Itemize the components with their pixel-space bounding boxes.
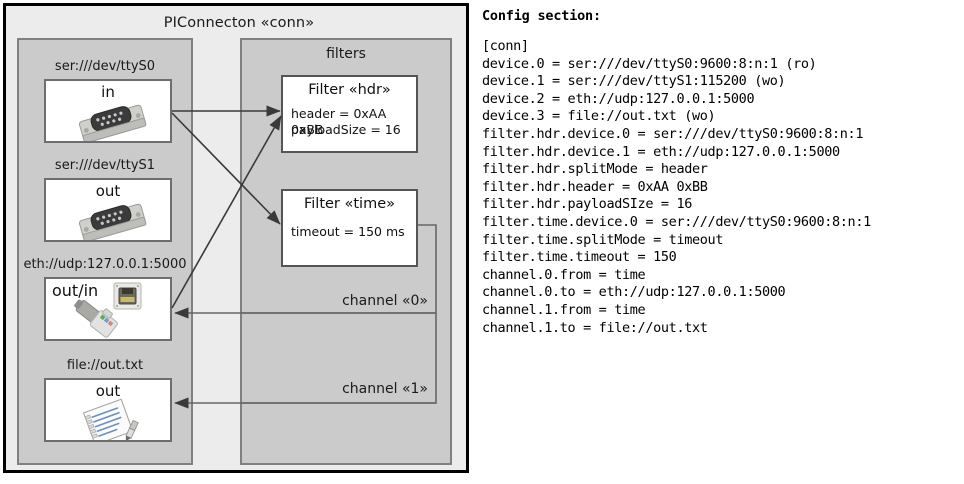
device-serial-ttys0[interactable]: in (44, 79, 172, 143)
text-file-icon (46, 380, 170, 440)
filter-hdr-prop-header: header = 0xAA 0xBB (291, 106, 387, 137)
page-title: PIConnecton «conn» (163, 15, 315, 31)
filter-time[interactable]: Filter «time» timeout = 150 ms (281, 189, 418, 267)
device-eth-udp[interactable]: out/in (44, 277, 172, 341)
device-serial-ttys1-caption: ser:///dev/ttyS1 (54, 158, 156, 173)
config-section: Config section: [conn] device.0 = ser://… (482, 8, 960, 337)
device-serial-ttys1[interactable]: out (44, 178, 172, 242)
filter-hdr-prop-payloadsize: payloadSize = 16 (291, 122, 401, 137)
config-text: [conn] device.0 = ser:///dev/ttyS0:9600:… (482, 38, 871, 336)
device-eth-udp-label: out/in (52, 281, 99, 300)
channel-1-label: channel «1» (342, 381, 428, 397)
filter-time-title: Filter «time» (303, 196, 396, 212)
filter-hdr-title: Filter «hdr» (308, 82, 391, 98)
device-serial-ttys0-caption: ser:///dev/ttyS0 (54, 59, 156, 74)
serial-port-icon (46, 180, 170, 240)
device-eth-udp-caption: eth://udp:127.0.0.1:5000 (23, 257, 187, 272)
filter-time-prop-timeout: timeout = 150 ms (291, 224, 405, 239)
device-file-out-caption: file://out.txt (66, 358, 144, 373)
device-file-out-label: out (95, 382, 121, 400)
device-serial-ttys1-label: out (95, 182, 121, 200)
filters-panel-title: filters (326, 46, 366, 62)
config-heading: Config section: (482, 8, 601, 24)
device-serial-ttys0-label: in (101, 83, 115, 101)
channel-0-label: channel «0» (342, 293, 428, 309)
filter-hdr[interactable]: Filter «hdr» header = 0xAA 0xBB payloadS… (281, 75, 418, 153)
network-jack-icon (46, 279, 170, 339)
serial-port-icon (46, 81, 170, 141)
device-file-out[interactable]: out (44, 378, 172, 442)
